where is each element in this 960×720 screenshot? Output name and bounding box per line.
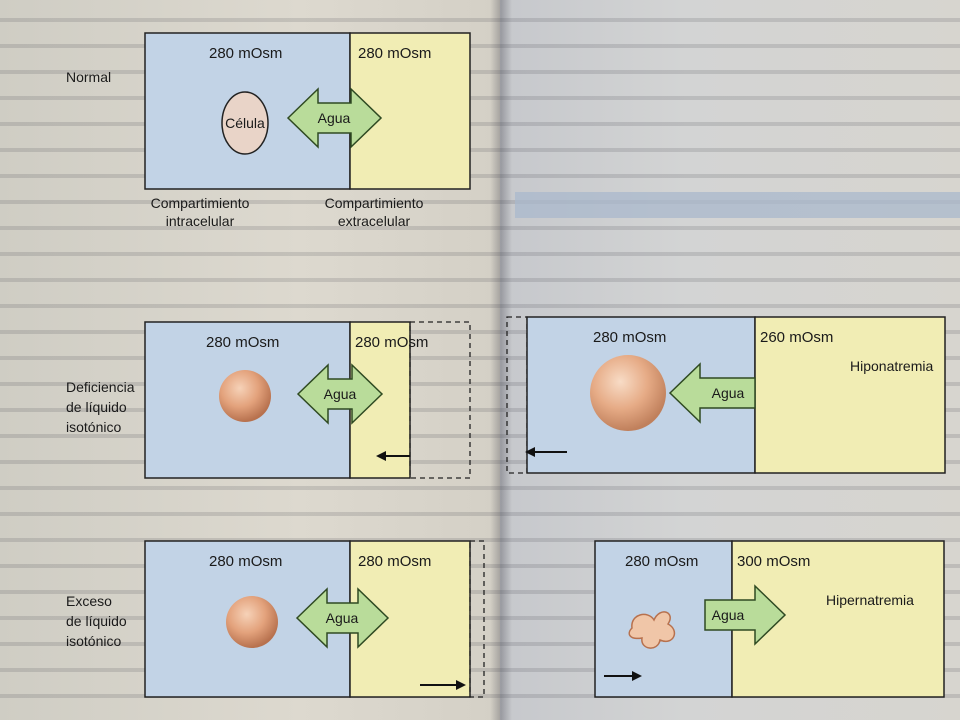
- panel-isotonic-excess: Exceso de líquido isotónico 280 mOsm 280…: [66, 540, 485, 698]
- swollen-cell: [590, 355, 666, 431]
- panel-isotonic-deficiency: Deficiencia de líquido isotónico 280 mOs…: [66, 321, 471, 479]
- water-label: Agua: [712, 607, 745, 623]
- intra-osm-label: 280 mOsm: [209, 553, 282, 570]
- bidirectional-water-arrow: [296, 363, 384, 425]
- panel-hypernatremia: 280 mOsm 300 mOsm Hipernatremia Agua: [594, 540, 945, 698]
- extra-osm-label: 280 mOsm: [355, 334, 428, 351]
- panel-title-line2: de líquido: [66, 613, 127, 629]
- cell-label: Célula: [225, 115, 265, 131]
- water-label: Agua: [712, 385, 745, 401]
- shrink-arrow-head: [376, 451, 386, 461]
- extracellular-compartment: [349, 32, 471, 190]
- extra-osm-label: 300 mOsm: [737, 553, 810, 570]
- bidirectional-water-arrow: [295, 587, 390, 649]
- panel-title-line3: isotónico: [66, 633, 121, 649]
- extra-osm-label: 280 mOsm: [358, 45, 431, 62]
- panel-title-line1: Exceso: [66, 593, 112, 609]
- water-label: Agua: [326, 610, 359, 626]
- right-page-header-band: [515, 192, 960, 218]
- former-intracellular-outline: [506, 316, 528, 474]
- intra-osm-label: 280 mOsm: [625, 553, 698, 570]
- panel-hyponatremia: 280 mOsm 260 mOsm Hiponatremia Agua: [506, 316, 946, 474]
- water-inflow-arrow: [668, 362, 756, 424]
- panel-title: Normal: [66, 69, 111, 85]
- expand-arrow-head: [456, 680, 466, 690]
- cell: [221, 91, 269, 155]
- intra-caption-line2: intracelular: [166, 213, 235, 229]
- book-gutter: [490, 0, 512, 720]
- extra-osm-label: 260 mOsm: [760, 329, 833, 346]
- cell: [226, 596, 278, 648]
- extracellular-compartment: [754, 316, 946, 474]
- intra-caption-line1: Compartimiento: [151, 195, 250, 211]
- former-extracellular-outline: [409, 321, 471, 479]
- extra-caption-line1: Compartimiento: [325, 195, 424, 211]
- intra-osm-label: 280 mOsm: [209, 45, 282, 62]
- panel-title: Hiponatremia: [850, 358, 933, 374]
- expand-arrow-head: [525, 447, 535, 457]
- water-label: Agua: [318, 110, 351, 126]
- panel-title-line2: de líquido: [66, 399, 127, 415]
- water-label: Agua: [324, 386, 357, 402]
- shrink-arrow-head: [632, 671, 642, 681]
- water-outflow-arrow: [704, 584, 787, 646]
- extra-osm-label: 280 mOsm: [358, 553, 431, 570]
- shrunken-cell: [628, 611, 676, 649]
- panel-title-line1: Deficiencia: [66, 379, 135, 395]
- cell: [219, 370, 271, 422]
- expanded-extracellular-outline: [469, 540, 485, 698]
- intra-osm-label: 280 mOsm: [206, 334, 279, 351]
- extra-caption-line2: extracelular: [338, 213, 411, 229]
- bidirectional-water-arrow: [286, 87, 383, 149]
- panel-title-line3: isotónico: [66, 419, 121, 435]
- panel-title: Hipernatremia: [826, 592, 914, 608]
- panel-normal: Normal 280 mOsm 280 mOsm Célula Agua Com…: [66, 32, 471, 229]
- intra-osm-label: 280 mOsm: [593, 329, 666, 346]
